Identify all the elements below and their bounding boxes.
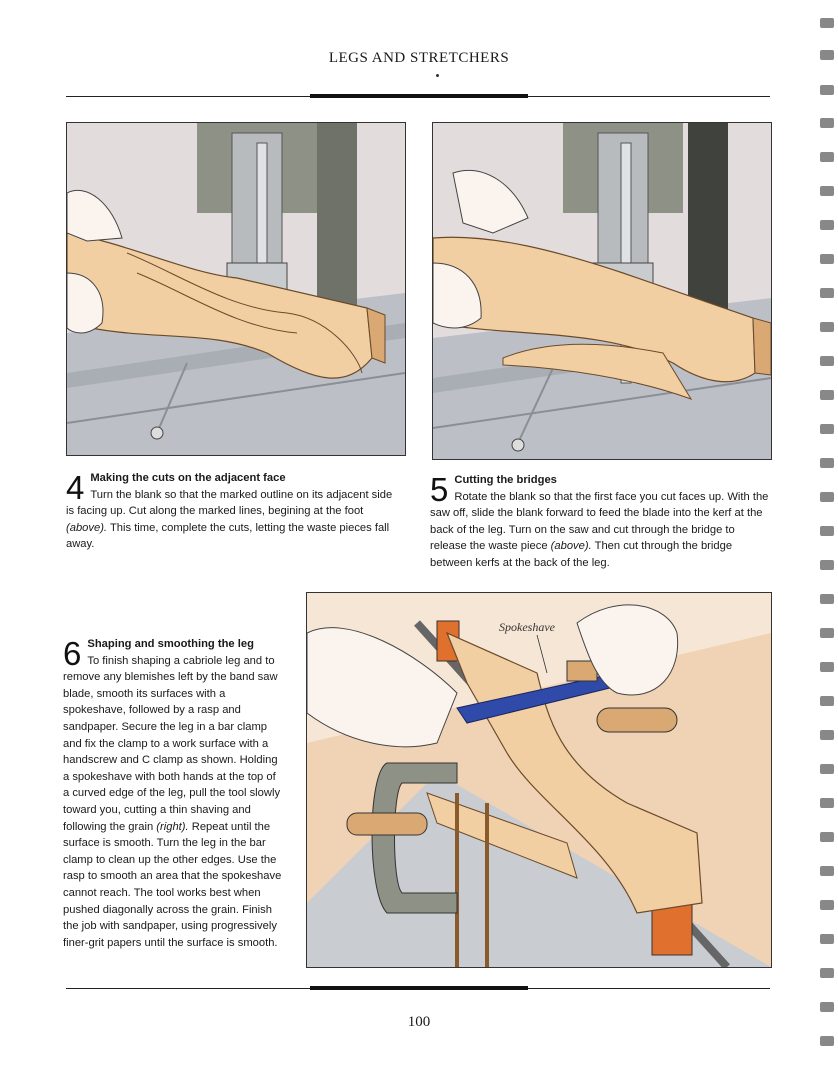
step-4: 4 Making the cuts on the adjacent face T…	[66, 470, 396, 553]
step-6-ref: (right).	[156, 820, 189, 833]
figure-bandsaw-bridges	[432, 122, 772, 460]
figure-spokeshave: Spokeshave	[306, 592, 772, 968]
step-5-body: Rotate the blank so that the first face …	[430, 490, 769, 553]
step-5-heading: Cutting the bridges	[454, 474, 557, 486]
header-dot	[436, 74, 439, 77]
bandsaw-illustration-1	[67, 123, 405, 455]
figure-bandsaw-adjacent-face	[66, 122, 406, 456]
step-5-ref: (above).	[550, 540, 592, 553]
bottom-rule-accent	[310, 986, 528, 990]
step-4-body-end: This time, complete the cuts, letting th…	[66, 521, 390, 551]
step-6-body-end: Repeat until the surface is smooth. Turn…	[63, 820, 282, 949]
step-5-body-end: Then cut through the bridge between kerf…	[430, 540, 733, 569]
spokeshave-illustration: Spokeshave	[307, 593, 771, 967]
step-4-heading: Making the cuts on the adjacent face	[90, 472, 286, 484]
spiral-binding	[814, 0, 838, 1078]
page-number: 100	[407, 1014, 431, 1030]
step-4-number: 4	[66, 469, 85, 506]
top-rule-accent	[310, 94, 528, 98]
spokeshave-label: Spokeshave	[499, 620, 556, 634]
running-header: LEGS AND STRETCHERS	[328, 50, 510, 66]
step-5: 5 Cutting the bridges Rotate the blank s…	[430, 472, 770, 572]
step-6-body: To finish shaping a cabriole leg and to …	[63, 654, 281, 833]
step-6: 6 Shaping and smoothing the leg To finis…	[63, 636, 285, 951]
step-6-number: 6	[63, 635, 82, 672]
step-5-number: 5	[430, 471, 449, 508]
step-4-ref: (above).	[66, 521, 108, 534]
step-6-heading: Shaping and smoothing the leg	[87, 638, 254, 650]
bandsaw-illustration-2	[433, 123, 771, 459]
step-4-body: Turn the blank so that the marked outlin…	[66, 488, 393, 518]
